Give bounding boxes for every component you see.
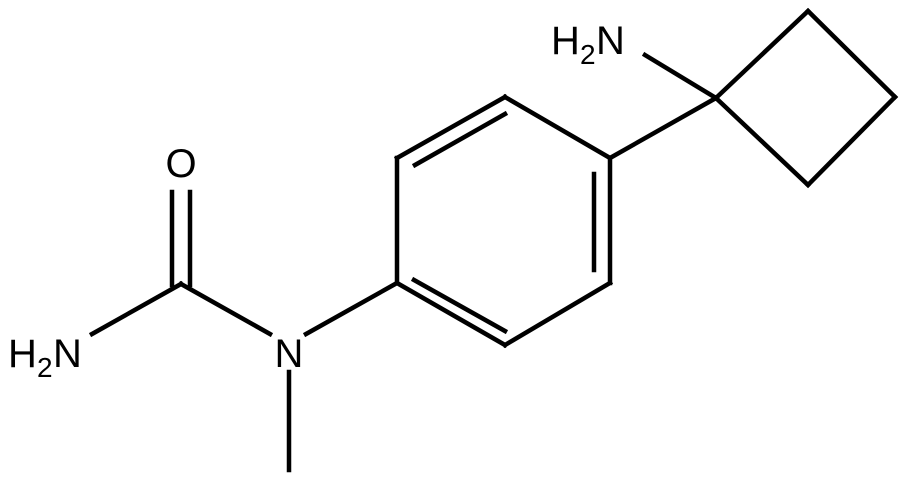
bond-phenyl-nitrogen — [302, 279, 401, 338]
cyclobutyl-amine-subscript: 2 — [580, 39, 596, 70]
atom-urea-amine: H 2 N — [8, 332, 82, 383]
urea-amine-subscript: 2 — [37, 352, 53, 383]
bond-ring-c — [804, 93, 899, 189]
bond-nitrogen-carbonyl — [177, 280, 274, 338]
bond-benzene-5 — [501, 279, 614, 349]
bond-benzene-double-2 — [410, 276, 509, 335]
cyclobutane-ring — [712, 7, 899, 189]
cyclobutyl-amine-h: H — [551, 19, 580, 63]
urea-amine-n: N — [53, 332, 82, 376]
bond-cyclobutyl-phenyl — [606, 94, 720, 162]
atom-oxygen: O — [165, 142, 196, 186]
bond-benzene-double-1 — [411, 110, 509, 169]
bond-amine-cyclobutyl — [641, 51, 720, 102]
benzene-ring — [393, 93, 614, 349]
bond-ring-d — [712, 94, 812, 189]
atom-urea-nitrogen: N — [275, 332, 304, 376]
bond-ring-a — [712, 7, 812, 102]
atom-cyclobutyl-amine: H 2 N — [551, 19, 625, 70]
cyclobutyl-amine-n: N — [596, 19, 625, 63]
bond-benzene-1 — [501, 93, 614, 162]
urea-amine-h: H — [8, 332, 37, 376]
bond-benzene-4 — [393, 279, 509, 349]
bond-ring-b — [804, 7, 899, 101]
bond-benzene-2 — [393, 93, 509, 162]
bond-carbonyl-amine — [88, 280, 185, 338]
